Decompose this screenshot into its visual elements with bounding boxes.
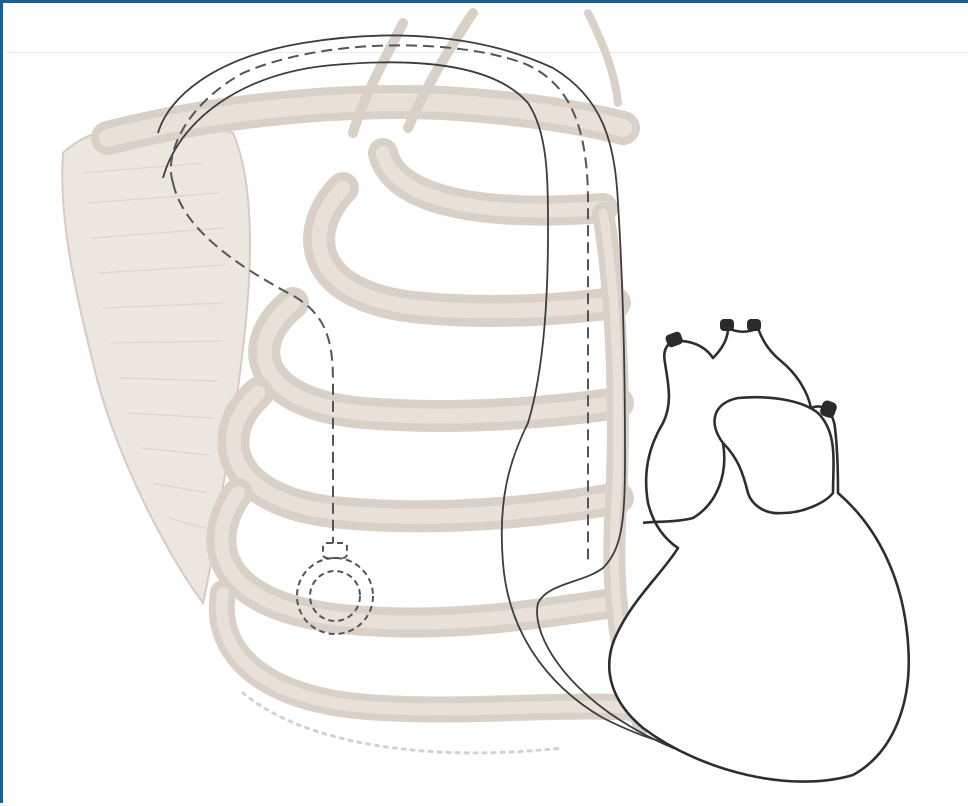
- vessel-cap-3: [747, 319, 761, 331]
- vessel-cap-2: [720, 319, 734, 331]
- rib-cage: [221, 153, 643, 753]
- heart: [609, 319, 909, 782]
- rib-1: [383, 153, 603, 211]
- anatomy-illustration: [3, 3, 968, 806]
